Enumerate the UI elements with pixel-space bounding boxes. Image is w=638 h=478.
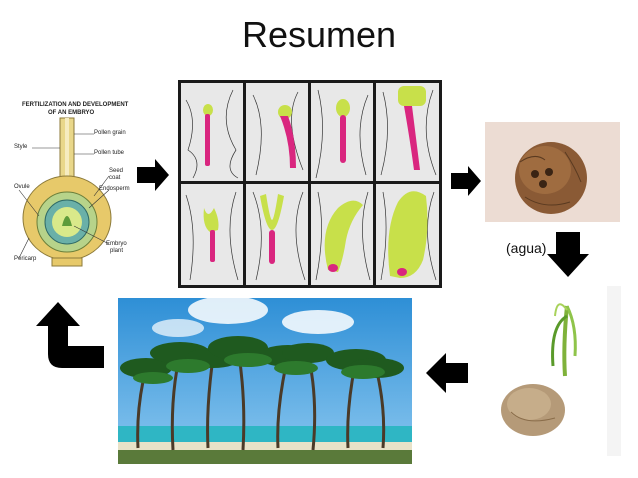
- palm-beach-illustration: [118, 298, 412, 464]
- label-ovule: Ovule: [14, 184, 30, 190]
- ovule-illustration: [18, 117, 112, 267]
- embryo-fertilization-diagram: FERTILIZATION AND DEVELOPMENT OF AN EMBR…: [14, 98, 134, 268]
- coconut-illustration: [485, 122, 620, 222]
- slide-title: Resumen: [241, 14, 397, 55]
- diagram-heading-1: FERTILIZATION AND DEVELOPMENT: [22, 102, 129, 108]
- return-arrow-icon: [36, 302, 104, 368]
- label-embryo: Embryo: [106, 241, 127, 247]
- down-arrow-icon: [547, 232, 589, 277]
- water-label: (agua): [506, 240, 547, 256]
- embryo-development-grid: [178, 80, 442, 288]
- label-endosperm: Endosperm: [99, 186, 130, 192]
- right-arrow-icon: [451, 166, 481, 196]
- embryo-stages-illustration: [178, 80, 442, 288]
- right-arrow-icon: [137, 159, 169, 191]
- diagram-heading-2: OF AN EMBRYO: [48, 110, 95, 116]
- coconut-photo: [485, 122, 620, 222]
- palm-beach-photo: [118, 298, 412, 464]
- sprouting-coconut-illustration: [495, 286, 625, 466]
- label-pericarp: Pericarp: [14, 256, 37, 262]
- left-arrow-icon: [426, 353, 468, 393]
- label-plant: plant: [110, 248, 124, 254]
- label-style: Style: [14, 144, 28, 150]
- label-seed: Seed: [109, 168, 124, 174]
- label-coat: coat: [109, 175, 121, 181]
- label-pollen-grain: Pollen grain: [94, 130, 126, 136]
- label-pollen-tube: Pollen tube: [94, 150, 125, 156]
- sprouting-coconut-photo: [495, 286, 625, 466]
